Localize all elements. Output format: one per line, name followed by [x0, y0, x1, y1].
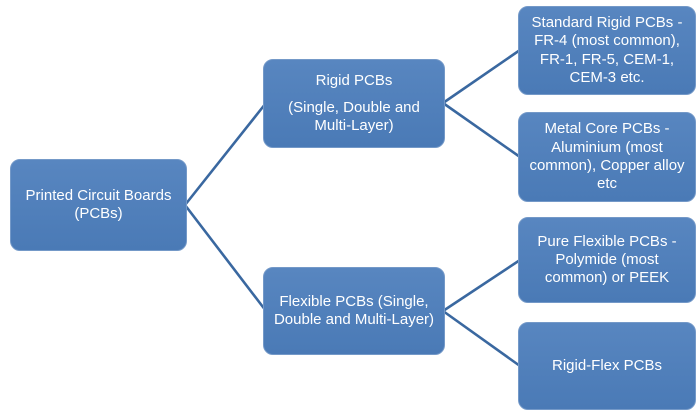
node-standard-rigid-pcbs: Standard Rigid PCBs - FR-4 (most common)… [518, 6, 696, 95]
node-flexible-pcbs: Flexible PCBs (Single, Double and Multi-… [263, 267, 445, 355]
node-sublabel: (Single, Double and Multi-Layer) [288, 98, 420, 135]
node-label: Rigid PCBs [315, 71, 393, 89]
node-pure-flexible-pcbs: Pure Flexible PCBs - Polymide (most comm… [518, 217, 696, 303]
node-rigid-flex-pcbs: Rigid-Flex PCBs [518, 322, 696, 410]
connector-rigid-metalcore [441, 101, 522, 159]
connector-rigid-standard [441, 48, 522, 105]
connector-root-rigid [183, 101, 268, 207]
node-label: Rigid-Flex PCBs [551, 356, 663, 374]
node-label: Pure Flexible PCBs - Polymide (most comm… [537, 232, 677, 287]
connector-flexible-pureflex [441, 258, 522, 313]
node-label: Flexible PCBs (Single, Double and Multi-… [273, 292, 435, 328]
node-rigid-pcbs: Rigid PCBs (Single, Double and Multi-Lay… [263, 59, 445, 148]
connector-flexible-rigidflex [441, 309, 522, 368]
connector-root-flexible [183, 203, 268, 313]
node-label: Metal Core PCBs - Aluminium (most common… [529, 120, 685, 193]
node-label: Printed Circuit Boards (PCBs) [25, 186, 172, 222]
node-metal-core-pcbs: Metal Core PCBs - Aluminium (most common… [518, 112, 696, 202]
node-printed-circuit-boards: Printed Circuit Boards (PCBs) [10, 159, 187, 251]
node-label: Standard Rigid PCBs - FR-4 (most common)… [531, 13, 683, 86]
